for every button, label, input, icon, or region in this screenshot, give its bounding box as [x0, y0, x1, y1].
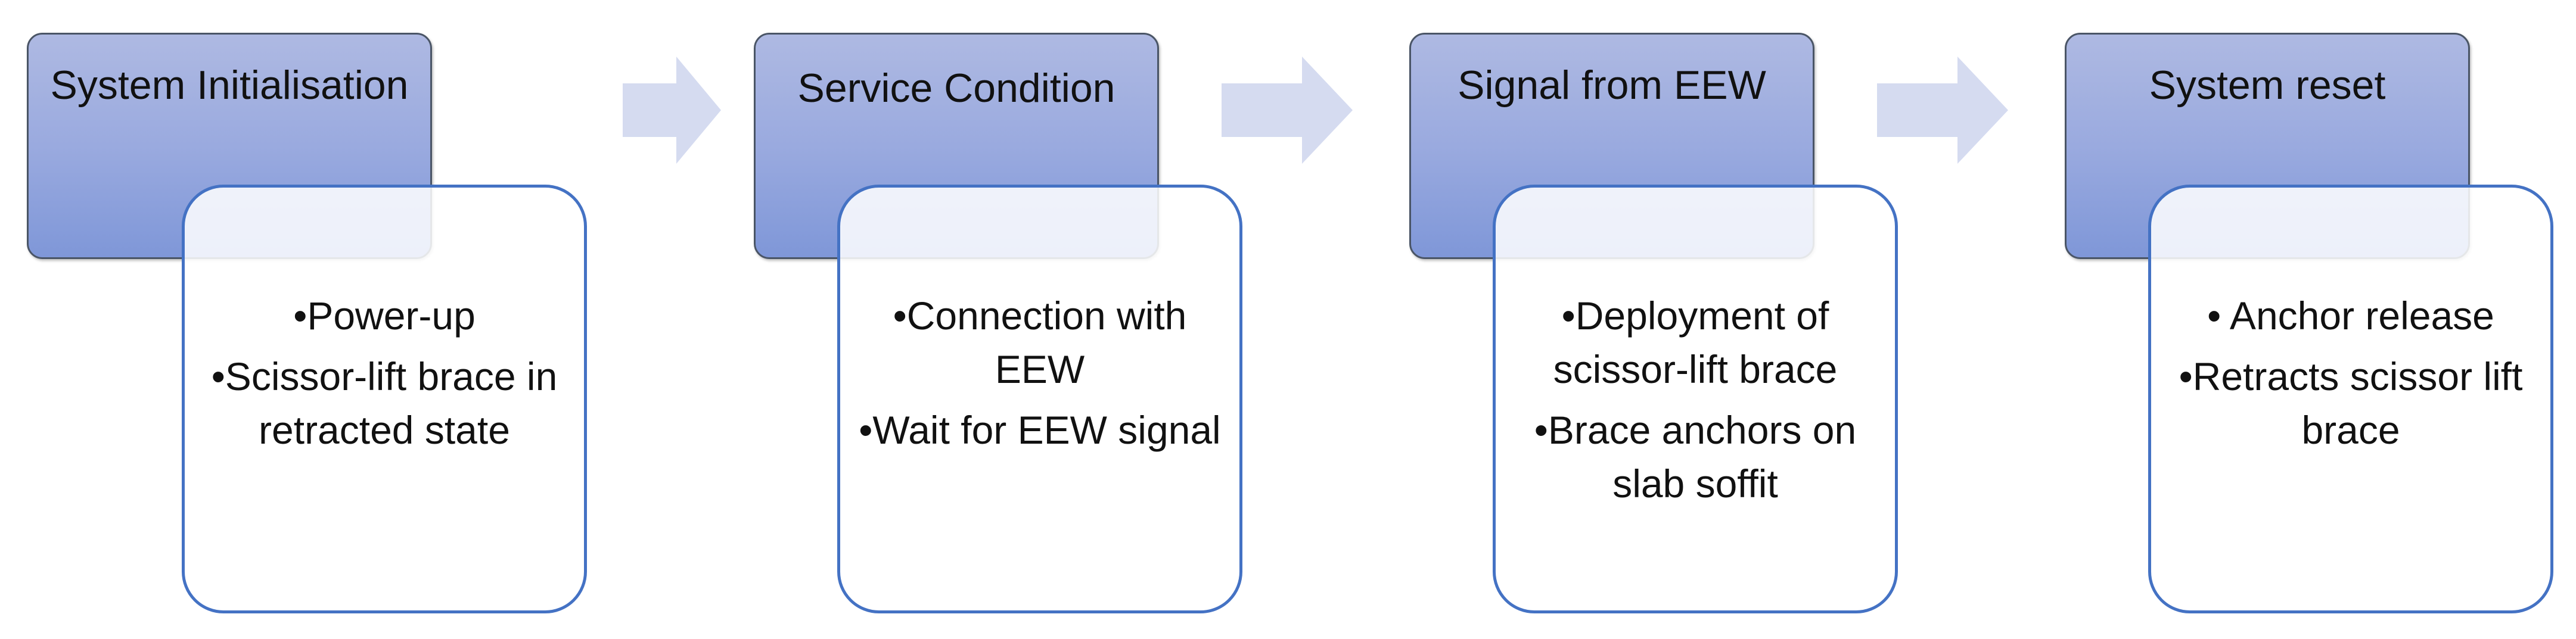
step-3-item-2: Brace anchors on slab soffit [1514, 403, 1877, 510]
step-4-item-1: Anchor release [2169, 289, 2533, 342]
step-1-list: Power-up Scissor-lift brace in retracted… [203, 289, 566, 464]
step-2-item-1: Connection with EEW [858, 289, 1222, 396]
step-2-title: Service Condition [797, 66, 1115, 111]
arrow-right-icon [623, 57, 721, 164]
step-1-details: Power-up Scissor-lift brace in retracted… [182, 185, 587, 613]
step-4-item-2: Retracts scissor lift brace [2169, 350, 2533, 457]
step-1-item-1: Power-up [203, 289, 566, 342]
arrow-right-icon [1222, 57, 1353, 164]
step-3-details: Deployment of scissor-lift brace Brace a… [1493, 185, 1898, 613]
step-4-title: System reset [2149, 63, 2386, 108]
step-1-title: System Initialisation [50, 63, 409, 108]
step-3-item-1: Deployment of scissor-lift brace [1514, 289, 1877, 396]
step-2-details: Connection with EEW Wait for EEW signal [837, 185, 1242, 613]
arrow-right-icon [1877, 57, 2008, 164]
step-2-list: Connection with EEW Wait for EEW signal [858, 289, 1222, 464]
step-3-title: Signal from EEW [1458, 63, 1766, 108]
step-4-list: Anchor release Retracts scissor lift bra… [2169, 289, 2533, 464]
step-4-details: Anchor release Retracts scissor lift bra… [2148, 185, 2553, 613]
step-1-item-2: Scissor-lift brace in retracted state [203, 350, 566, 457]
step-3-list: Deployment of scissor-lift brace Brace a… [1514, 289, 1877, 518]
step-2-item-2: Wait for EEW signal [858, 403, 1222, 457]
